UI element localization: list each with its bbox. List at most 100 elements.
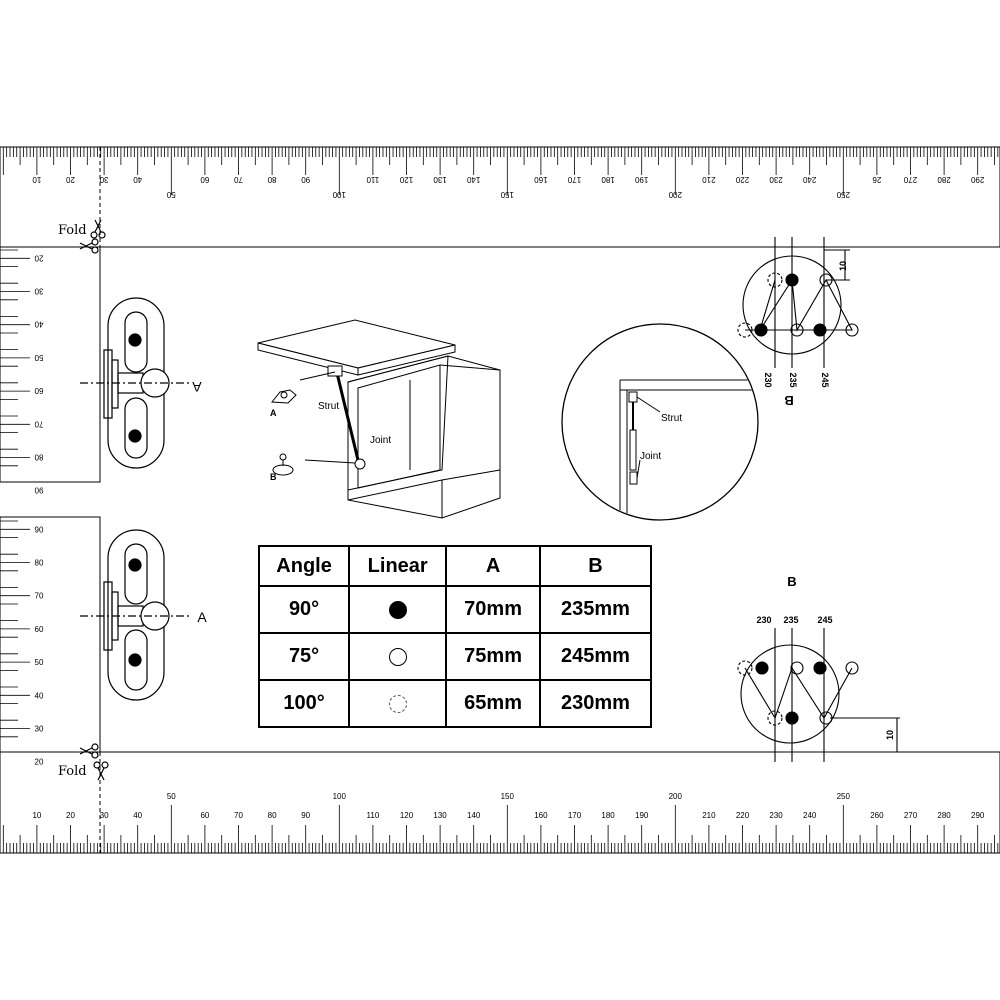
ruler-label: 110 [367, 811, 380, 820]
spec-table: Angle Linear A B 90° 70mm 235mm 75° 75mm… [257, 545, 653, 728]
cabinet-part-a-label: A [270, 408, 277, 418]
table-row: 75° 75mm 245mm [257, 632, 653, 681]
linear-marker-cell [348, 679, 448, 728]
ruler-label: 70 [234, 175, 243, 184]
ruler-label: 110 [366, 175, 379, 184]
ruler-label: 80 [35, 559, 44, 568]
ruler-label: 180 [601, 175, 615, 184]
ruler-label: 40 [34, 320, 43, 329]
scissors-icon [90, 219, 106, 239]
ruler-label: 160 [534, 811, 548, 820]
table-row: 90° 70mm 235mm [257, 585, 653, 634]
ruler-label: 40 [35, 691, 44, 700]
header-linear: Linear [348, 545, 448, 587]
ruler-label: 50 [35, 658, 44, 667]
fold-label-bottom: Fold [58, 764, 87, 779]
ruler-label: 20 [35, 758, 44, 767]
ruler-label: 190 [634, 175, 648, 184]
hole-pattern-bottom [737, 628, 900, 762]
ruler-label: 60 [34, 386, 43, 395]
ruler-label: 30 [34, 287, 43, 296]
scissors-icon [79, 238, 99, 254]
angle-cell: 90° [257, 585, 351, 634]
ruler-label: 10 [32, 811, 41, 820]
ruler-label: 20 [66, 811, 75, 820]
ruler-label: 120 [399, 175, 413, 184]
ruler-label: 280 [937, 175, 951, 184]
ruler-label: 100 [332, 190, 346, 199]
ruler-label: 130 [433, 175, 447, 184]
ruler-label: 210 [702, 175, 716, 184]
ruler-label: 270 [904, 811, 918, 820]
fold-guides [0, 147, 101, 853]
table-row: 100° 65mm 230mm [257, 679, 653, 728]
table-header-row: Angle Linear A B [257, 545, 653, 587]
b-cell: 235mm [538, 585, 653, 634]
ruler-label: 280 [937, 811, 951, 820]
ruler-label: 30 [100, 811, 109, 820]
header-a: A [445, 545, 541, 587]
header-angle: Angle [257, 545, 351, 587]
marker-a-bottom: A [197, 609, 207, 625]
pattern-bottom-label-230: 230 [756, 615, 771, 625]
ruler-label: 150 [500, 190, 514, 199]
ruler-label: 290 [971, 811, 985, 820]
pattern-bottom-label-245: 245 [817, 615, 832, 625]
scissors-icon [79, 743, 99, 759]
cabinet-strut-label: Strut [318, 401, 339, 412]
ruler-label: 70 [35, 592, 44, 601]
ruler-label: 90 [301, 175, 310, 184]
ruler-label: 210 [702, 811, 716, 820]
pattern-top-dim: 10 [838, 261, 848, 271]
pattern-top-title: B [784, 393, 793, 408]
detail-joint-label: Joint [640, 451, 661, 462]
ruler-label: 170 [568, 811, 582, 820]
pattern-top-label-245: 245 [820, 372, 830, 387]
pattern-top-label-230: 230 [763, 372, 773, 387]
ruler-label: 80 [34, 453, 43, 462]
a-cell: 70mm [445, 585, 541, 634]
b-cell: 230mm [538, 679, 653, 728]
ruler-label: 90 [301, 811, 310, 820]
ruler-label: 26 [872, 175, 881, 184]
angle-cell: 75° [257, 632, 351, 681]
ruler-label: 20 [34, 253, 43, 262]
ruler-label: 40 [133, 175, 142, 184]
ruler-label: 200 [669, 792, 683, 801]
fold-label-top: Fold [58, 223, 87, 238]
pattern-top-label-235: 235 [788, 372, 798, 387]
open-circle-icon [388, 647, 407, 666]
ruler-label: 190 [635, 811, 649, 820]
pattern-bottom-title: B [787, 574, 796, 589]
ruler-label: 130 [433, 811, 447, 820]
ruler-label: 180 [601, 811, 615, 820]
ruler-label: 200 [668, 190, 682, 199]
ruler-label: 50 [34, 353, 43, 362]
ruler-label: 60 [200, 811, 209, 820]
bracket-drawing-bottom [80, 529, 192, 701]
linear-marker-cell [348, 585, 448, 634]
b-cell: 245mm [538, 632, 653, 681]
marker-a-top: A [192, 379, 202, 395]
ruler-label: 30 [35, 725, 44, 734]
ruler-label: 50 [166, 190, 175, 199]
ruler-label: 30 [99, 175, 108, 184]
ruler-label: 160 [534, 175, 548, 184]
detail-zoom-circle [561, 323, 759, 521]
ruler-label: 70 [34, 419, 43, 428]
ruler-label: 140 [466, 175, 480, 184]
ruler-label: 50 [167, 792, 176, 801]
scissors-icon [93, 761, 109, 781]
ruler-label: 250 [836, 190, 850, 199]
ruler-label: 60 [35, 625, 44, 634]
ruler-label: 120 [400, 811, 414, 820]
linear-marker-cell [348, 632, 448, 681]
ruler-label: 230 [769, 175, 783, 184]
cabinet-joint-label: Joint [370, 435, 391, 446]
a-cell: 65mm [445, 679, 541, 728]
ruler-label: 140 [467, 811, 481, 820]
